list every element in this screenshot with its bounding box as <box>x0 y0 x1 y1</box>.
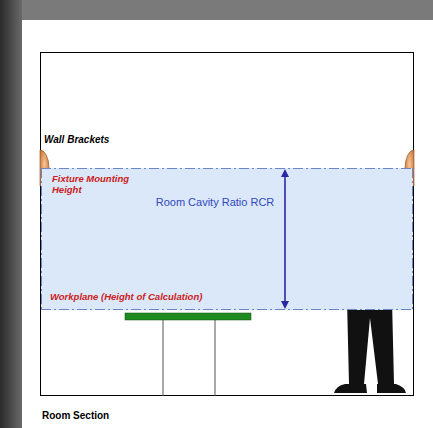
section-caption: Room Section <box>42 410 109 422</box>
mounting-line <box>41 168 413 169</box>
side-bar <box>0 0 22 428</box>
arrow-head <box>281 169 289 177</box>
table-leg <box>163 320 164 396</box>
cavity-title: Room Cavity Ratio RCR <box>153 196 277 209</box>
cavity-outline <box>41 168 413 310</box>
mounting-label: Fixture Mounting Height <box>52 174 140 196</box>
workplane-line <box>41 309 413 310</box>
arrow-head <box>281 301 289 309</box>
table-top <box>125 313 251 320</box>
cavity-edge <box>41 168 42 310</box>
table-leg <box>215 320 216 396</box>
top-bar <box>0 0 433 20</box>
bracket-label: Wall Brackets <box>44 134 109 146</box>
dimension-arrow <box>284 174 286 304</box>
room-outline <box>41 53 414 396</box>
cavity-edge <box>412 168 413 310</box>
workplane-label: Workplane (Height of Calculation) <box>50 292 202 303</box>
cavity-band: Room Cavity Ratio RCR <box>41 168 413 310</box>
